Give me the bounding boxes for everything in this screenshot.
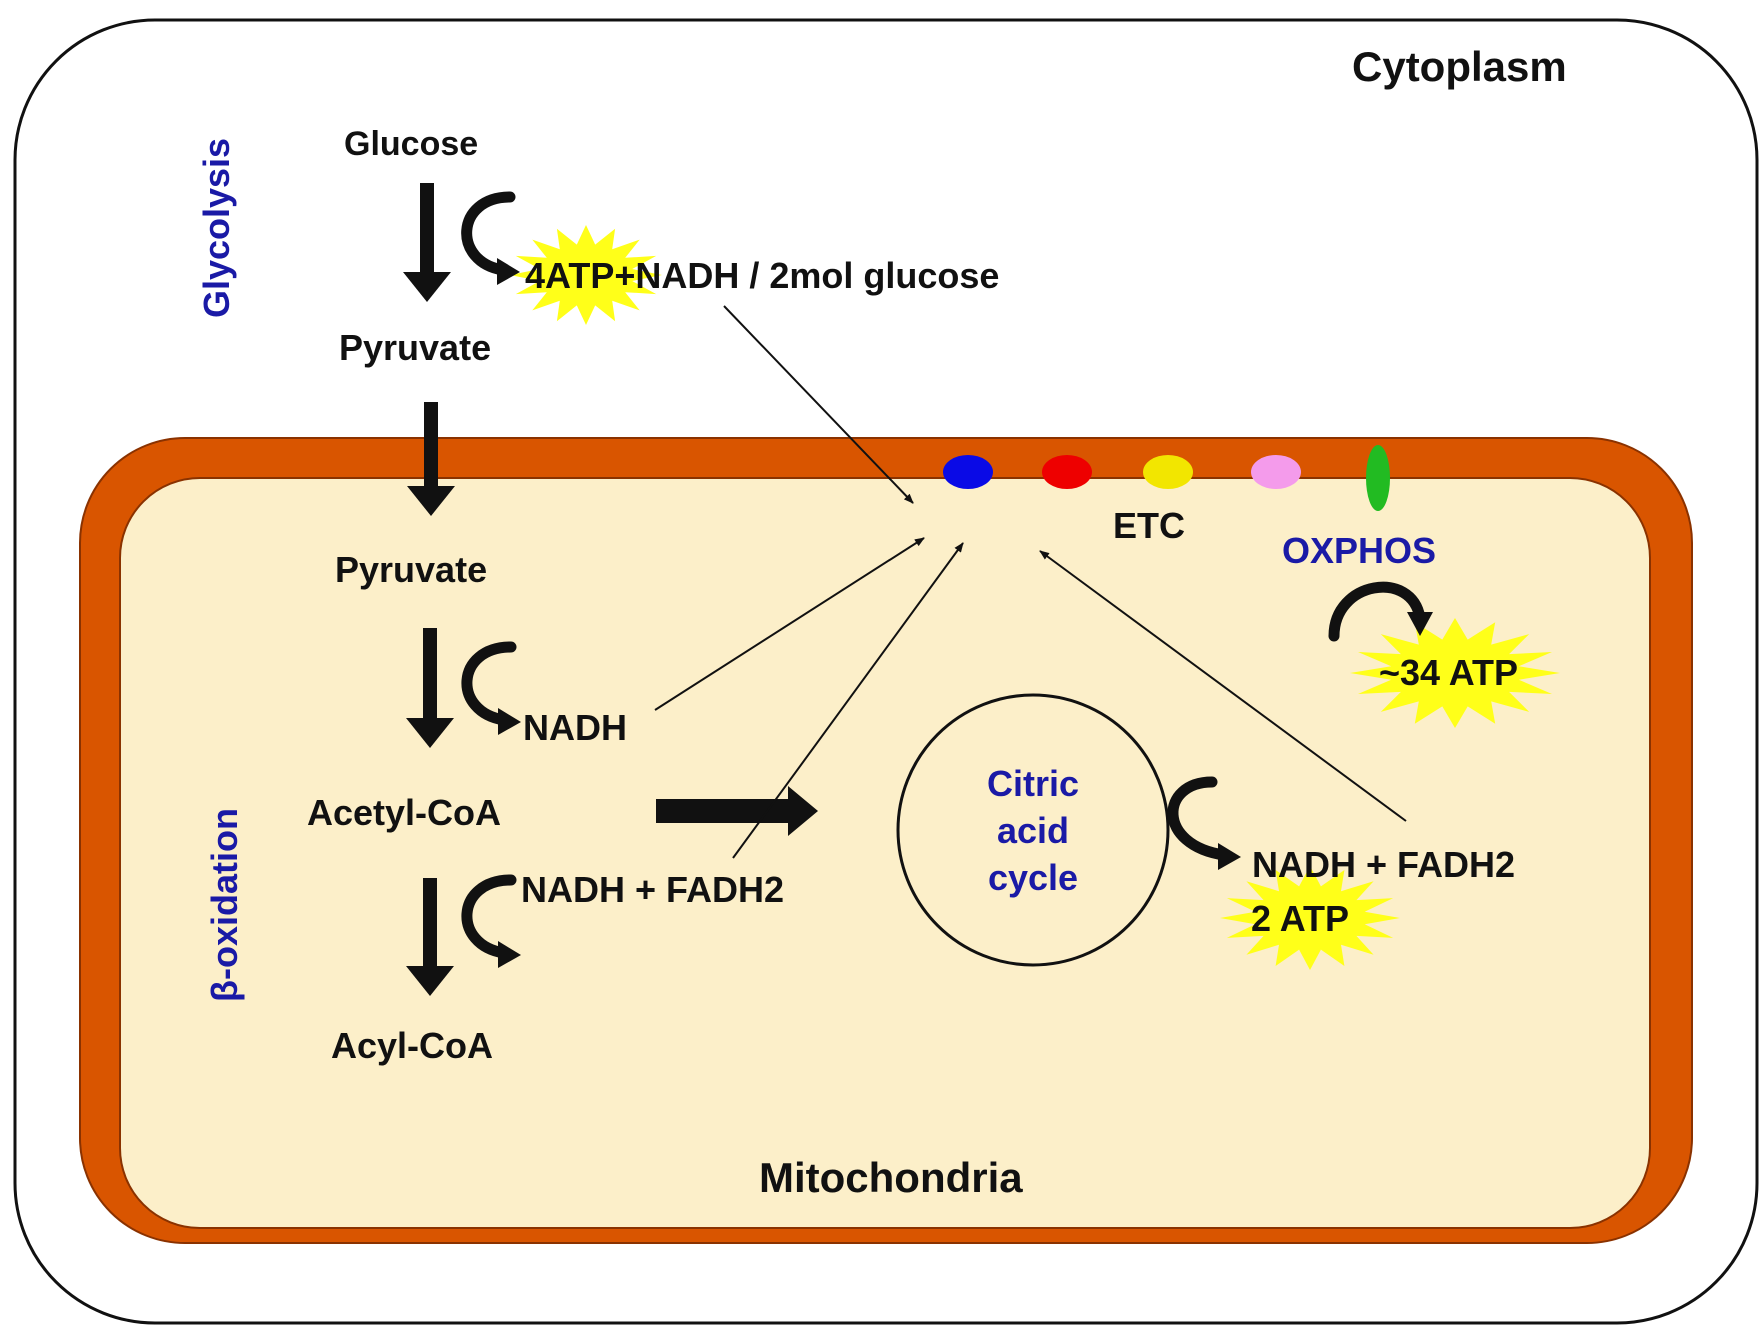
etc-label: ETC bbox=[1113, 505, 1185, 546]
oxphos-atp-burst bbox=[1350, 618, 1560, 728]
citric-acid-cycle-line-1: Citric bbox=[986, 763, 1080, 804]
glycolysis-label: Glycolysis bbox=[196, 137, 237, 319]
cytoplasm-label: Cytoplasm bbox=[1352, 43, 1567, 90]
tca-to-etc-arrow bbox=[1039, 550, 1407, 822]
glucose-label: Glucose bbox=[344, 125, 479, 163]
oxphos-label: OXPHOS bbox=[1282, 530, 1437, 571]
mitochondrial-matrix bbox=[119, 477, 1651, 1229]
pyruvate-to-acetyl-coa-arrow bbox=[406, 628, 454, 748]
glycolysis-atp-burst bbox=[510, 225, 662, 325]
acetyl-to-acyl-coa-arrow bbox=[406, 878, 454, 996]
beta-ox-to-etc-arrow bbox=[732, 542, 964, 859]
etc-complex-red bbox=[1042, 455, 1092, 489]
citric-acid-cycle-line-2: acid bbox=[996, 810, 1070, 851]
glycolysis-nadh-to-etc-arrow bbox=[723, 305, 914, 504]
glycolysis-yield-text: +NADH / 2mol glucose bbox=[614, 255, 1000, 296]
citric-acid-cycle-circle bbox=[896, 693, 1170, 967]
pdh-nadh-to-etc-arrow bbox=[654, 537, 925, 711]
beta-ox-curved-arrow bbox=[461, 874, 517, 959]
burst-layer bbox=[510, 225, 1560, 970]
tca-curved-arrow bbox=[1167, 776, 1230, 861]
etc-complex-blue bbox=[943, 455, 993, 489]
tca-atp-burst bbox=[1220, 866, 1400, 970]
etc-complex-yellow bbox=[1143, 455, 1193, 489]
beta-oxidation-label: β-oxidation bbox=[204, 808, 245, 1002]
acetyl-coa-label: Acetyl-CoA bbox=[307, 792, 502, 833]
glycolysis-yield: 4ATP+NADH / 2mol glucose bbox=[525, 258, 999, 294]
acyl-coa-label: Acyl-CoA bbox=[331, 1025, 494, 1066]
oxphos-curved-arrow bbox=[1328, 581, 1426, 642]
pyruvate-transport-arrow bbox=[407, 402, 455, 516]
pdh-nadh-label: NADH bbox=[523, 707, 627, 748]
beta-ox-yield-label: NADH + FADH2 bbox=[521, 869, 785, 910]
glycolysis-curved-arrow bbox=[461, 191, 516, 276]
pyruvate-mito-label: Pyruvate bbox=[335, 549, 488, 590]
etc-complex-pink bbox=[1251, 455, 1301, 489]
tca-atp-label: 2 ATP bbox=[1251, 898, 1350, 939]
mitochondria-label: Mitochondria bbox=[759, 1154, 1023, 1201]
atp-synthase bbox=[1366, 445, 1390, 511]
glycolysis-atp-text: 4ATP bbox=[525, 255, 615, 296]
oxphos-atp-label: ~34 ATP bbox=[1379, 652, 1519, 693]
glucose-to-pyruvate-arrow bbox=[403, 183, 451, 302]
pyruvate-cytoplasm-label: Pyruvate bbox=[339, 327, 492, 368]
tca-carriers-label: NADH + FADH2 bbox=[1252, 844, 1516, 885]
citric-acid-cycle-label: Citric acid cycle bbox=[953, 760, 1113, 901]
citric-acid-cycle-line-3: cycle bbox=[987, 857, 1079, 898]
pdh-curved-arrow bbox=[461, 641, 517, 726]
